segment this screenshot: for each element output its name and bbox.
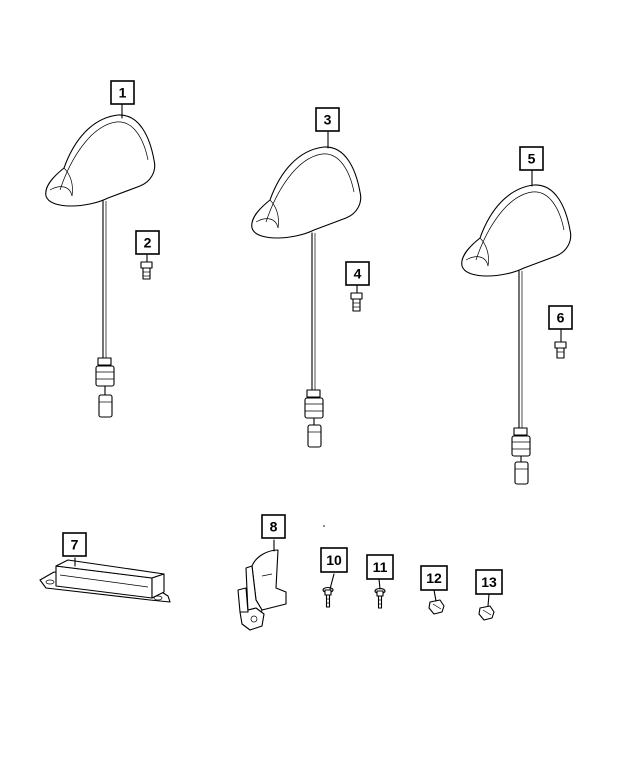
callout-5: 5 [519, 146, 544, 171]
bolt-part-10 [322, 586, 334, 608]
antenna-part-1 [45, 114, 156, 418]
callout-label: 11 [373, 559, 388, 575]
callout-8: 8 [261, 514, 286, 539]
callout-label: 10 [326, 552, 342, 568]
diagram-dot [323, 525, 325, 527]
callout-label: 3 [324, 112, 332, 128]
callout-10: 10 [320, 547, 348, 573]
callout-13: 13 [475, 569, 503, 595]
callout-label: 2 [144, 235, 152, 251]
antenna-part-3 [251, 146, 362, 448]
callout-label: 8 [270, 519, 278, 535]
callout-12: 12 [420, 565, 448, 591]
callout-label: 6 [557, 310, 565, 326]
clip-part-13 [478, 605, 495, 621]
screw-part-6 [554, 341, 567, 359]
callout-2: 2 [135, 230, 160, 255]
callout-4: 4 [345, 261, 370, 286]
callout-3: 3 [315, 107, 340, 132]
callout-label: 7 [71, 537, 79, 553]
antenna-part-5 [461, 184, 572, 485]
callout-label: 5 [528, 151, 536, 167]
bracket-part-8 [237, 549, 287, 631]
callout-label: 1 [119, 85, 127, 101]
screw-part-2 [140, 261, 153, 280]
callout-11: 11 [366, 554, 394, 580]
callout-label: 13 [481, 574, 497, 590]
callout-7: 7 [62, 532, 87, 557]
callout-6: 6 [548, 305, 573, 330]
clip-part-12 [428, 599, 445, 615]
leader-lines [74, 103, 562, 607]
callout-label: 4 [354, 266, 362, 282]
bolt-part-11 [374, 587, 386, 609]
screw-part-4 [350, 292, 363, 312]
callout-1: 1 [110, 80, 135, 105]
callout-label: 12 [426, 570, 442, 586]
module-part-7 [39, 559, 171, 603]
